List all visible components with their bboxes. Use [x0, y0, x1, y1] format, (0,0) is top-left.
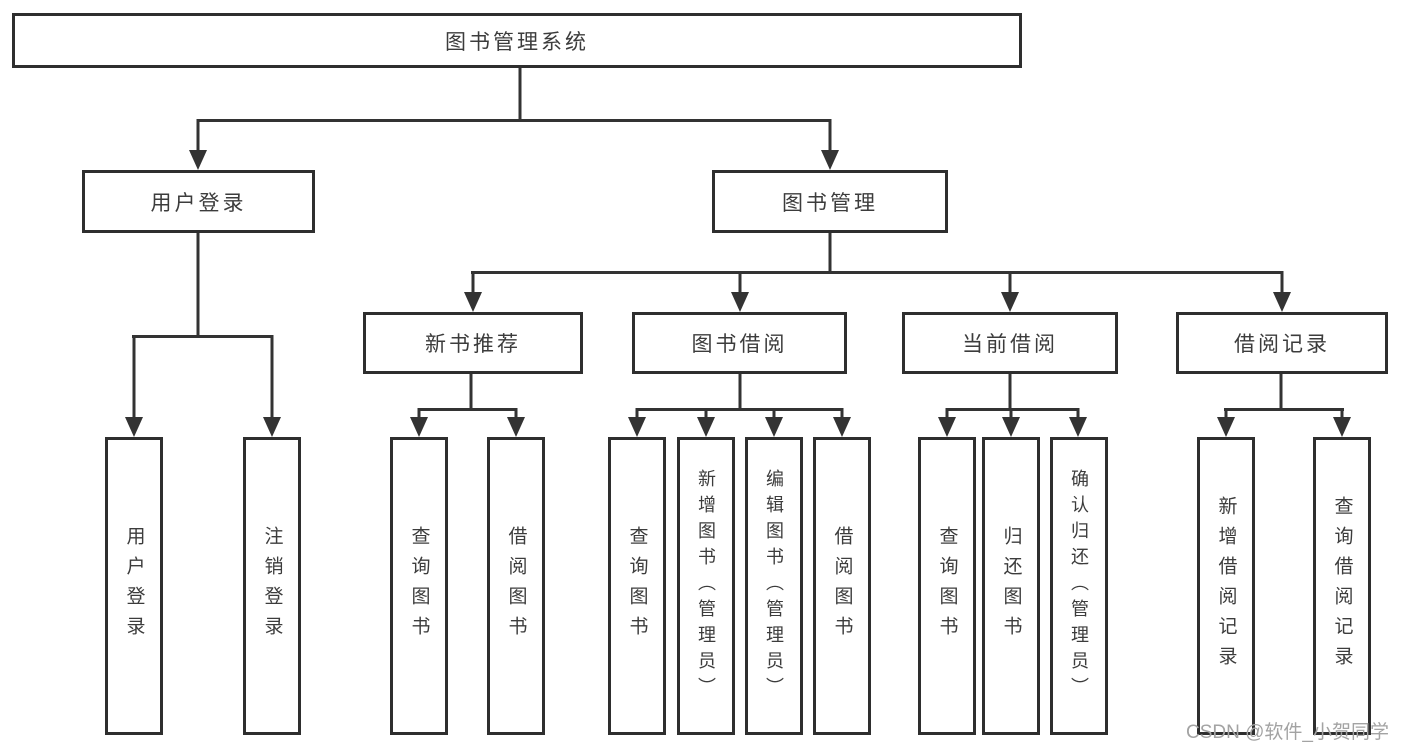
connector-user-login-bar — [132, 335, 273, 338]
leaf-label: 归还图书 — [1000, 526, 1022, 646]
connector-group-drop — [1279, 374, 1283, 411]
leaf-label: 查询图书 — [408, 526, 430, 646]
connector-leaf-stem — [1076, 408, 1080, 419]
connector-leaf-stem — [704, 408, 708, 419]
leaf-label: 用户登录 — [123, 526, 145, 646]
leaf-query-books: 查询图书 — [390, 437, 448, 735]
leaf-edit-books-admin: 编辑图书（管理员） — [745, 437, 803, 735]
leaf-logout: 注销登录 — [243, 437, 301, 735]
connector-book-management-bar — [471, 271, 1283, 274]
node-current-borrow-label: 当前借阅 — [962, 333, 1058, 356]
leaf-label: 确认归还（管理员） — [1069, 469, 1089, 703]
arrowhead-leaf — [263, 417, 281, 437]
connector-group-bar — [418, 408, 517, 411]
leaf-label: 查询图书 — [626, 526, 648, 646]
leaf-label: 查询图书 — [936, 526, 958, 646]
arrowhead-book-borrow — [731, 292, 749, 312]
connector-leaf-stem — [1009, 408, 1013, 419]
node-book-management-label: 图书管理 — [782, 191, 878, 215]
connector-group-stem — [471, 271, 475, 295]
arrowhead-leaf — [697, 417, 715, 437]
leaf-user-login: 用户登录 — [105, 437, 163, 735]
connector-group-stem — [1008, 271, 1012, 295]
connector-group-bar — [636, 408, 843, 411]
arrowhead-leaf — [765, 417, 783, 437]
leaf-label: 新增借阅记录 — [1215, 496, 1237, 676]
arrowhead-borrow-records — [1273, 292, 1291, 312]
connector-leaf-stem — [635, 408, 639, 419]
arrowhead-leaf — [410, 417, 428, 437]
node-new-book-recommend-label: 新书推荐 — [425, 333, 521, 356]
connector-leaf-stem — [772, 408, 776, 419]
connector-group-drop — [738, 374, 742, 411]
arrowhead-leaf — [628, 417, 646, 437]
connector-group-bar — [1224, 408, 1344, 411]
node-library-system-label: 图书管理系统 — [445, 30, 589, 54]
connector-user-login-stem — [196, 119, 200, 153]
leaf-query-borrow-record: 查询借阅记录 — [1313, 437, 1371, 735]
node-new-book-recommend: 新书推荐 — [363, 312, 583, 374]
arrowhead-new-book-recommend — [464, 292, 482, 312]
leaf-query-books: 查询图书 — [608, 437, 666, 735]
arrowhead-leaf — [1069, 417, 1087, 437]
arrowhead-leaf — [938, 417, 956, 437]
connector-book-management-stem — [828, 119, 832, 153]
leaf-borrow-books: 借阅图书 — [813, 437, 871, 735]
node-book-management: 图书管理 — [712, 170, 948, 233]
arrowhead-leaf — [833, 417, 851, 437]
leaf-label: 借阅图书 — [831, 526, 853, 646]
connector-leaf-stem — [1340, 408, 1344, 419]
connector-group-stem — [1280, 271, 1284, 295]
connector-leaf-stem — [514, 408, 518, 419]
leaf-label: 注销登录 — [261, 526, 283, 646]
leaf-confirm-return-admin: 确认归还（管理员） — [1050, 437, 1108, 735]
connector-group-stem — [738, 271, 742, 295]
leaf-add-borrow-record: 新增借阅记录 — [1197, 437, 1255, 735]
connector-leaf-stem — [840, 408, 844, 419]
leaf-query-books: 查询图书 — [918, 437, 976, 735]
arrowhead-leaf — [125, 417, 143, 437]
connector-root-drop — [518, 68, 522, 122]
connector-leaf-stem — [417, 408, 421, 419]
connector-user-login-drop — [196, 233, 200, 338]
node-borrow-records: 借阅记录 — [1176, 312, 1388, 374]
arrowhead-leaf — [507, 417, 525, 437]
connector-leaf-stem — [132, 335, 136, 419]
leaf-label: 新增图书（管理员） — [696, 469, 716, 703]
connector-root-bar — [197, 119, 831, 122]
node-book-borrow-label: 图书借阅 — [691, 333, 788, 356]
arrowhead-book-management — [821, 150, 839, 170]
node-user-login: 用户登录 — [82, 170, 315, 233]
node-user-login-label: 用户登录 — [150, 191, 247, 215]
node-book-borrow: 图书借阅 — [632, 312, 847, 374]
arrowhead-leaf — [1217, 417, 1235, 437]
leaf-add-books-admin: 新增图书（管理员） — [677, 437, 735, 735]
node-current-borrow: 当前借阅 — [902, 312, 1118, 374]
connector-book-management-drop — [828, 233, 832, 274]
leaf-label: 借阅图书 — [505, 526, 527, 646]
node-borrow-records-label: 借阅记录 — [1234, 333, 1330, 356]
arrowhead-current-borrow — [1001, 292, 1019, 312]
connector-group-drop — [469, 374, 473, 411]
connector-leaf-stem — [945, 408, 949, 419]
connector-leaf-stem — [1224, 408, 1228, 419]
node-library-system: 图书管理系统 — [12, 13, 1022, 68]
leaf-borrow-books: 借阅图书 — [487, 437, 545, 735]
connector-leaf-stem — [270, 335, 274, 419]
arrowhead-user-login — [189, 150, 207, 170]
csdn-watermark: CSDN @软件_小贺同学 — [1186, 722, 1389, 743]
arrowhead-leaf — [1002, 417, 1020, 437]
connector-group-drop — [1008, 374, 1012, 411]
leaf-label: 查询借阅记录 — [1331, 496, 1353, 676]
arrowhead-leaf — [1333, 417, 1351, 437]
leaf-return-books: 归还图书 — [982, 437, 1040, 735]
leaf-label: 编辑图书（管理员） — [764, 469, 784, 703]
